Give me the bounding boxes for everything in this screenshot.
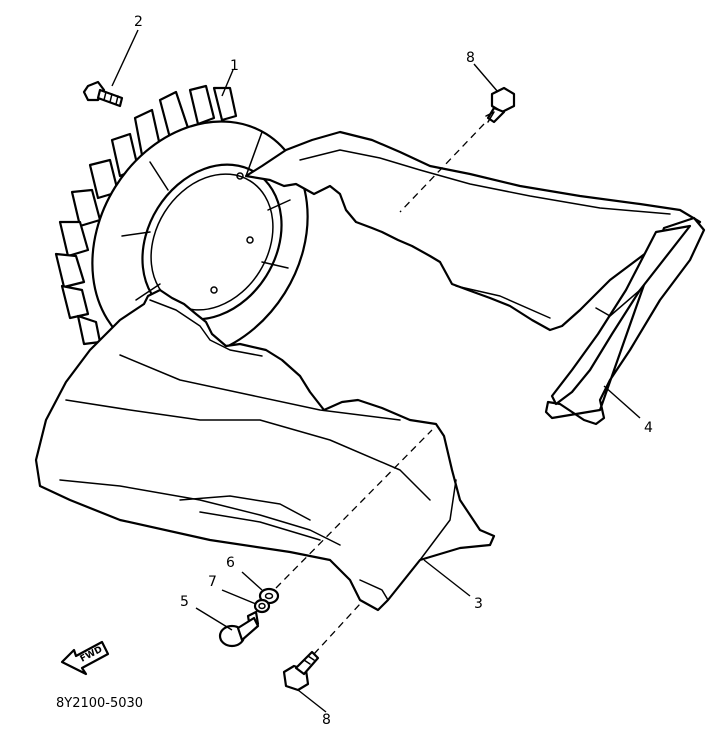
collar-7 — [253, 598, 271, 614]
callout-2: 2 — [134, 14, 143, 30]
callout-5: 5 — [180, 594, 189, 610]
callout-3: 3 — [474, 596, 483, 612]
bolt-8-top — [485, 86, 516, 124]
bolt-8-bottom — [282, 650, 320, 692]
lower-shroud — [34, 288, 496, 612]
bolt-2 — [82, 80, 124, 108]
assembly-line-top — [399, 123, 485, 213]
assembly-line-bottom — [313, 603, 361, 655]
fwd-arrow-icon: FWD — [60, 640, 110, 676]
assembly-line-washer — [275, 429, 433, 589]
callout-1: 1 — [230, 58, 239, 74]
callout-8-top: 8 — [466, 50, 475, 66]
callout-8-bottom: 8 — [322, 712, 331, 728]
upper-shroud — [244, 130, 702, 332]
lower-shroud-body — [34, 288, 496, 612]
drawing-code: 8Y2100-5030 — [56, 696, 143, 711]
shroud-stay — [544, 216, 706, 426]
cooling-fan — [54, 84, 309, 360]
callout-7: 7 — [208, 574, 217, 590]
upper-shroud-body — [244, 130, 702, 332]
callout-6: 6 — [226, 555, 235, 571]
bolt-5 — [218, 610, 260, 648]
callout-4: 4 — [644, 420, 653, 436]
